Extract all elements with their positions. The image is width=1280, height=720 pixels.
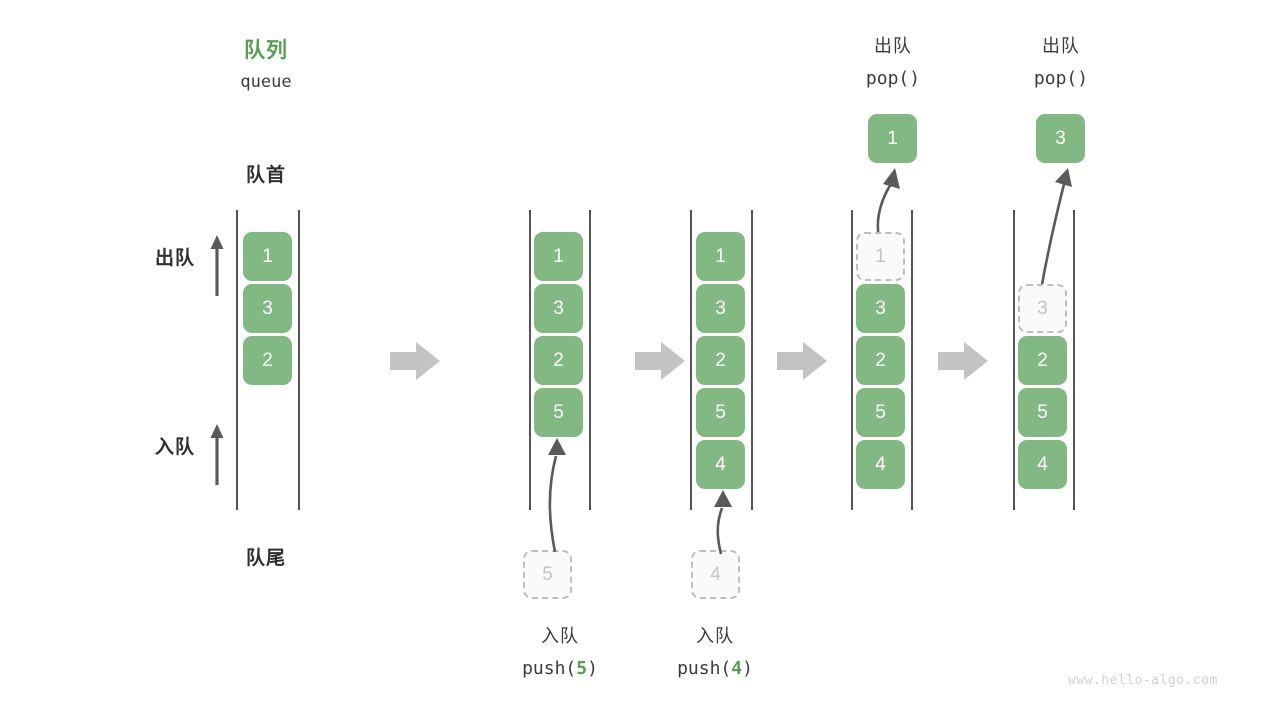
push-code-arg: 4	[731, 658, 743, 679]
stage-transition-arrow-icon	[938, 342, 988, 380]
push-code-arg: 5	[576, 658, 588, 679]
push-curve-arrow-icon	[714, 490, 732, 555]
pop-label-code: pop()	[1033, 68, 1089, 89]
rail-left	[851, 210, 853, 510]
queue-cell-new: 4	[696, 440, 745, 489]
pop-label-cn: 出队	[874, 36, 912, 56]
pop-curve-arrow-icon	[1039, 168, 1072, 291]
watermark: www.hello-algo.com	[1068, 673, 1218, 688]
queue-title-cn: 队列	[244, 39, 288, 62]
queue-title-en: queue	[240, 72, 292, 92]
rail-right	[589, 210, 591, 510]
queue-cell: 5	[1018, 388, 1067, 437]
enqueue-side-label: 入队	[154, 437, 195, 458]
pop-label-cn: 出队	[1042, 36, 1080, 56]
push-code-prefix: push(	[677, 658, 732, 679]
queue-cell: 2	[696, 336, 745, 385]
rail-right	[298, 210, 300, 510]
rail-right	[1073, 210, 1075, 510]
stage-transition-arrow-icon	[777, 342, 827, 380]
queue-cell: 3	[696, 284, 745, 333]
queue-cell: 3	[534, 284, 583, 333]
queue-cell: 2	[1018, 336, 1067, 385]
queue-cell-ghost: 1	[856, 232, 905, 281]
queue-cell: 5	[856, 388, 905, 437]
dequeue-up-arrow-icon	[210, 235, 224, 296]
queue-front-label: 队首	[245, 165, 286, 186]
queue-cell: 2	[243, 336, 292, 385]
rail-left	[1013, 210, 1015, 510]
queue-cell: 1	[243, 232, 292, 281]
push-curve-arrow-icon	[548, 438, 566, 553]
incoming-element-ghost: 5	[523, 550, 572, 599]
push-label-code: push(5)	[495, 658, 625, 679]
rail-left	[236, 210, 238, 510]
push-label-code: push(4)	[640, 658, 790, 679]
rail-right	[911, 210, 913, 510]
queue-rear-label: 队尾	[245, 548, 286, 569]
push-label-cn: 入队	[696, 626, 734, 646]
popped-element: 1	[868, 114, 917, 163]
rail-right	[751, 210, 753, 510]
queue-cell: 1	[696, 232, 745, 281]
pop-curve-arrow-icon	[876, 168, 900, 239]
queue-cell: 4	[856, 440, 905, 489]
push-label-cn: 入队	[541, 626, 579, 646]
queue-cell: 3	[243, 284, 292, 333]
queue-cell: 1	[534, 232, 583, 281]
enqueue-up-arrow-icon	[210, 424, 224, 485]
push-code-suffix: )	[587, 658, 598, 679]
queue-cell: 4	[1018, 440, 1067, 489]
push-code-suffix: )	[742, 658, 753, 679]
stage-transition-arrow-icon	[635, 342, 685, 380]
popped-element: 3	[1036, 114, 1085, 163]
rail-left	[529, 210, 531, 510]
pop-label-code: pop()	[865, 68, 921, 89]
queue-cell: 5	[696, 388, 745, 437]
incoming-element-ghost: 4	[691, 550, 740, 599]
queue-cell-new: 5	[534, 388, 583, 437]
dequeue-side-label: 出队	[154, 248, 195, 269]
queue-cell: 2	[856, 336, 905, 385]
push-code-prefix: push(	[522, 658, 577, 679]
stage-transition-arrow-icon	[390, 342, 440, 380]
queue-cell-ghost: 3	[1018, 284, 1067, 333]
queue-cell: 3	[856, 284, 905, 333]
rail-left	[690, 210, 692, 510]
queue-cell: 2	[534, 336, 583, 385]
